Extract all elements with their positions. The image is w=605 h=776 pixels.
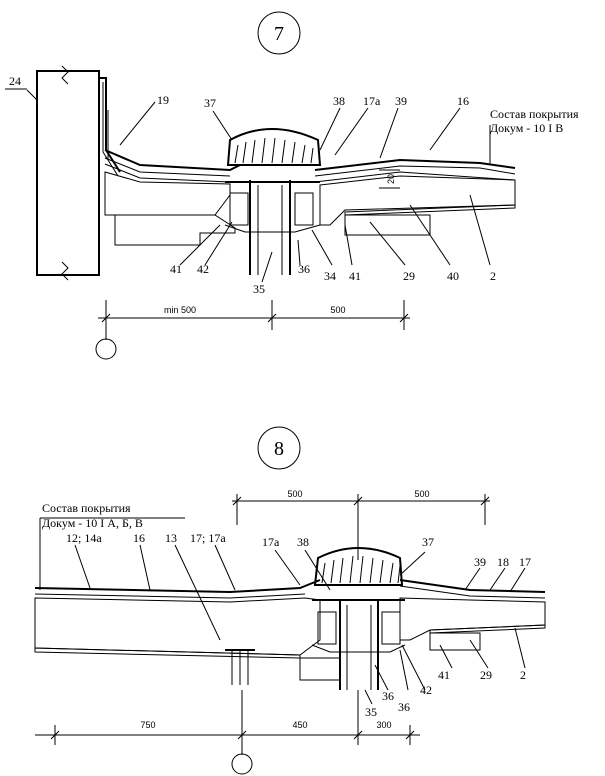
dim-7-right: 500 [330, 305, 345, 315]
detail-7: 7 [5, 11, 579, 360]
detail-8-circle [257, 426, 301, 470]
label-18: 18 [497, 555, 509, 569]
label-36: 36 [298, 262, 310, 276]
detail-7-circle [257, 11, 301, 55]
label-17a: 17а [363, 94, 381, 108]
label-12-14a: 12; 14а [66, 531, 102, 545]
drain-dome-7 [226, 128, 322, 166]
slab-left-8 [299, 657, 341, 681]
slab-left-7 [114, 214, 236, 246]
label-34: 34 [324, 269, 336, 283]
dim-7-left: min 500 [164, 305, 196, 315]
label-41b: 41 [349, 269, 361, 283]
label-35: 35 [365, 705, 377, 719]
slab-right-7 [344, 214, 431, 236]
label-24: 24 [9, 74, 21, 88]
slab-right-8 [429, 632, 481, 651]
note-8-line1: Состав покрытия [42, 501, 131, 515]
label-41: 41 [438, 668, 450, 682]
note-7-line1: Состав покрытия [490, 107, 579, 121]
note-7-line2: Докум - 10 I В [490, 121, 563, 135]
label-39: 39 [395, 94, 407, 108]
insulation-left-8 [34, 597, 321, 656]
label-20: 20 [386, 174, 396, 184]
drain-pipe-8 [339, 600, 379, 690]
label-17a: 17а [262, 535, 280, 549]
label-37: 37 [422, 535, 434, 549]
insulation-right-8 [399, 597, 546, 641]
label-16: 16 [457, 94, 469, 108]
insulation-right-7 [319, 175, 516, 226]
label-38: 38 [333, 94, 345, 108]
dim-8-bottom-2: 450 [292, 720, 307, 730]
dim-8-top-right: 500 [414, 489, 429, 499]
label-13: 13 [165, 531, 177, 545]
note-8-line2: Докум - 10 I А, Б, В [42, 516, 143, 530]
dim-8-bottom-1: 750 [140, 720, 155, 730]
label-38: 38 [297, 535, 309, 549]
label-36b: 36 [398, 700, 410, 714]
label-19: 19 [157, 93, 169, 107]
label-16: 16 [133, 531, 145, 545]
label-41: 41 [170, 262, 182, 276]
dim-8-top-left: 500 [287, 489, 302, 499]
label-42: 42 [197, 262, 209, 276]
insulation-left-7 [104, 171, 231, 216]
dim-8-bottom-3: 300 [376, 720, 391, 730]
label-17: 17 [519, 555, 531, 569]
drain-pipe-7 [249, 180, 291, 275]
label-39: 39 [474, 555, 486, 569]
label-37: 37 [204, 96, 216, 110]
label-35: 35 [253, 282, 265, 296]
label-29: 29 [403, 269, 415, 283]
detail-8-number: 8 [274, 438, 284, 460]
label-29: 29 [480, 668, 492, 682]
wall-24 [36, 70, 100, 276]
label-2: 2 [490, 269, 496, 283]
label-40: 40 [447, 269, 459, 283]
axis-marker-7 [95, 338, 117, 360]
drain-dome-8 [313, 547, 404, 586]
label-36a: 36 [382, 689, 394, 703]
axis-marker-8 [231, 753, 253, 775]
detail-8: 8 [34, 426, 546, 775]
label-17-17a: 17; 17а [190, 531, 226, 545]
detail-7-number: 7 [274, 23, 284, 45]
label-2: 2 [520, 668, 526, 682]
label-42: 42 [420, 683, 432, 697]
